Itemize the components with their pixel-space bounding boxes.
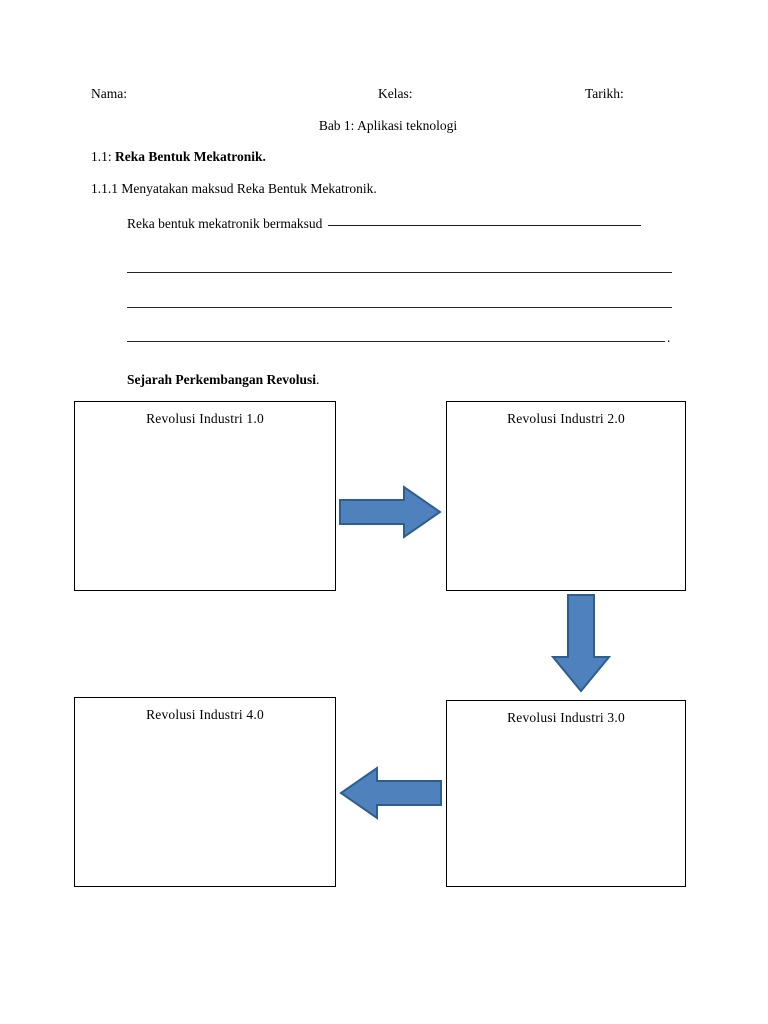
- box-revolusi-industri-3[interactable]: Revolusi Industri 3.0: [446, 700, 686, 887]
- answer-tail-punctuation: .: [667, 330, 671, 345]
- arrow-left-icon: [339, 765, 443, 821]
- tarikh-label: Tarikh:: [585, 86, 624, 101]
- answer-rule-2[interactable]: [127, 307, 672, 308]
- box-label-3: Revolusi Industri 3.0: [507, 710, 625, 725]
- answer-prompt-text: Reka bentuk mekatronik bermaksud: [127, 216, 323, 231]
- arrow-right-icon: [338, 484, 442, 540]
- answer-prompt-row: Reka bentuk mekatronik bermaksud: [127, 216, 642, 232]
- box-label-2: Revolusi Industri 2.0: [507, 411, 625, 426]
- answer-rule-3[interactable]: [127, 341, 665, 342]
- box-label-4: Revolusi Industri 4.0: [146, 707, 264, 722]
- student-info-row: Nama: Kelas: Tarikh:: [0, 86, 768, 106]
- kelas-label: Kelas:: [378, 86, 413, 101]
- section-heading-1-1: 1.1: Reka Bentuk Mekatronik.: [91, 149, 266, 165]
- section-number-1-1: 1.1:: [91, 149, 112, 164]
- box-label-1: Revolusi Industri 1.0: [146, 411, 264, 426]
- arrow-down-icon: [546, 593, 616, 693]
- diagram-heading-text: Sejarah Perkembangan Revolusi: [127, 372, 316, 387]
- section-title-1-1: Reka Bentuk Mekatronik.: [115, 149, 266, 164]
- answer-rule-1[interactable]: [127, 272, 672, 273]
- chapter-title: Bab 1: Aplikasi teknologi: [318, 118, 458, 133]
- box-revolusi-industri-4[interactable]: Revolusi Industri 4.0: [74, 697, 336, 887]
- answer-rule-inline[interactable]: [328, 225, 642, 226]
- objective-1-1-1: 1.1.1 Menyatakan maksud Reka Bentuk Meka…: [91, 181, 377, 196]
- diagram-heading: Sejarah Perkembangan Revolusi.: [127, 372, 319, 388]
- box-revolusi-industri-1[interactable]: Revolusi Industri 1.0: [74, 401, 336, 591]
- nama-label: Nama:: [91, 86, 127, 101]
- diagram-heading-punctuation: .: [316, 372, 320, 387]
- box-revolusi-industri-2[interactable]: Revolusi Industri 2.0: [446, 401, 686, 591]
